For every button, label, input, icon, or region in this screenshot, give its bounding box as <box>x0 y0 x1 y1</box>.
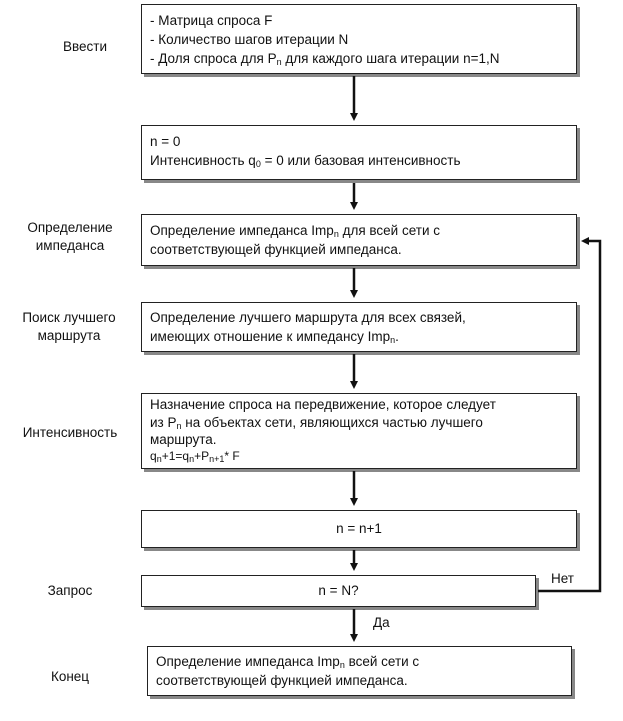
step-query-box: n = N? <box>141 575 536 607</box>
increment-text: n = n+1 <box>336 520 382 536</box>
edge-label-yes: Да <box>373 615 390 630</box>
input-iteration-count: - Количество шагов итерации N <box>150 31 349 47</box>
end-line-2: соответствующей функцией импеданса. <box>156 672 408 688</box>
init-intensity: Интенсивность q0 = 0 или базовая интенси… <box>150 152 461 169</box>
query-text: n = N? <box>318 582 359 598</box>
label-end: Конец <box>50 669 90 684</box>
label-query: Запрос <box>47 583 93 598</box>
impedance-line-1: Определение импеданса Impn для всей сети… <box>150 223 440 239</box>
step-end-box: Определение импеданса Impn всей сети с с… <box>147 646 572 696</box>
intensity-line-2: из Pn на объектах сети, являющихся часть… <box>150 414 483 431</box>
label-input: Ввести <box>62 39 107 54</box>
best-route-line-1: Определение лучшего маршрута для всех св… <box>150 310 466 325</box>
end-line-1: Определение импеданса Impn всей сети с <box>156 654 420 670</box>
intensity-line-1: Назначение спроса на передвижение, котор… <box>150 397 496 412</box>
label-intensity: Интенсивность <box>22 425 118 440</box>
input-demand-share: - Доля спроса для Pn для каждого шага ит… <box>150 50 500 67</box>
label-best-route: Поиск лучшего маршрута <box>22 310 116 344</box>
step-best-route-box: Определение лучшего маршрута для всех св… <box>141 302 577 352</box>
step-init-box: n = 0 Интенсивность q0 = 0 или базовая и… <box>141 125 577 180</box>
best-route-line-2: имеющих отношение к импедансу Impn. <box>150 328 399 345</box>
step-increment-box: n = n+1 <box>141 510 577 548</box>
step-intensity-box: Назначение спроса на передвижение, котор… <box>141 393 577 469</box>
init-n: n = 0 <box>150 134 181 149</box>
arrow-loop-no <box>538 237 602 593</box>
step-input-box: - Матрица спроса F - Количество шагов ит… <box>141 4 577 74</box>
impedance-line-2: соответствующей функцией импеданса. <box>150 241 402 257</box>
label-impedance: Определение импеданса <box>27 220 113 254</box>
intensity-line-3: маршрута. <box>150 432 217 448</box>
edge-label-no: Нет <box>551 571 574 586</box>
step-impedance-box: Определение импеданса Impn для всей сети… <box>141 214 577 266</box>
intensity-formula: qn+1=qn+Pn+1* F <box>150 448 240 464</box>
input-demand-matrix: - Матрица спроса F <box>150 13 273 28</box>
